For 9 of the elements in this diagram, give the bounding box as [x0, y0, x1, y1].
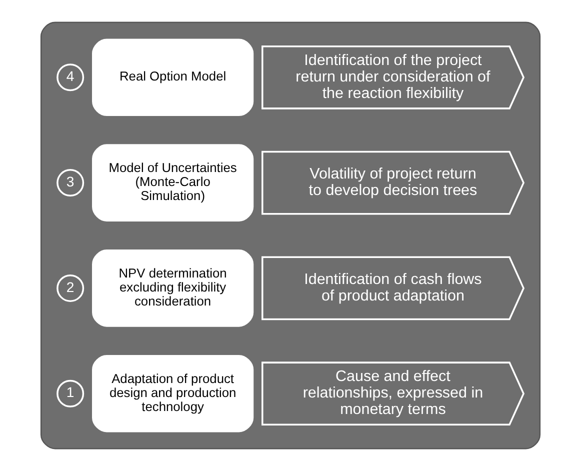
node-circle: 3 [56, 169, 84, 197]
node-circle: 4 [56, 64, 84, 92]
node-circle: 1 [56, 380, 84, 408]
node-box: Real Option Model [92, 38, 254, 116]
node-circle: 2 [56, 274, 84, 302]
node-box: Adaptation of product design and production technology [92, 354, 254, 432]
node-box: Model of Uncertainties (Monte-Carlo Simulation) [92, 144, 254, 222]
cluster [40, 22, 541, 450]
node-box: NPV determination excluding flexibility consideration [92, 250, 254, 327]
